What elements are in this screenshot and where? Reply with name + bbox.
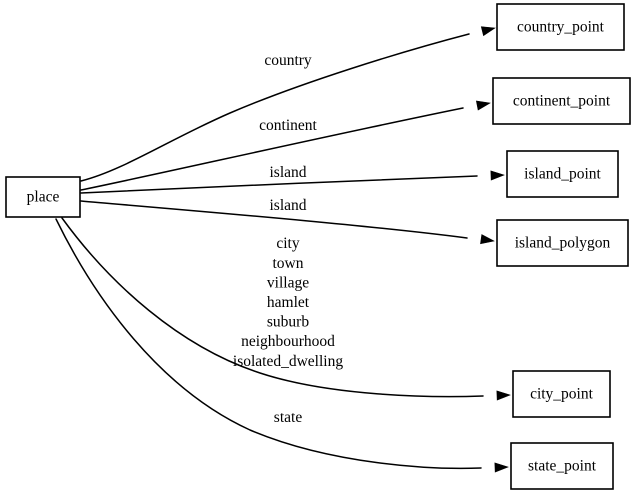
edge-place-to-country_point — [80, 26, 496, 182]
node-box[interactable] — [5, 176, 81, 218]
edge-label-edge-state: state — [274, 409, 303, 426]
node-label: continent_point — [513, 93, 611, 110]
node-box[interactable] — [496, 3, 625, 51]
edge-label-line: neighbourhood — [241, 333, 335, 350]
edge-place-to-island_polygon — [80, 200, 495, 245]
edge-place-to-continent_point — [80, 100, 491, 191]
node-box[interactable] — [492, 77, 631, 125]
node-box[interactable] — [512, 370, 611, 418]
edge-label-line: island — [269, 164, 306, 181]
edge-line — [80, 200, 468, 239]
node-label: island_polygon — [515, 235, 611, 252]
edges-layer — [55, 26, 511, 473]
edge-label-line: continent — [259, 117, 317, 134]
edge-label-line: isolated_dwelling — [233, 352, 343, 369]
nodes-layer: place country_point continent_point island_… — [5, 3, 631, 490]
edge-place-to-city_point — [61, 217, 511, 401]
edge-line — [80, 107, 464, 191]
edge-line — [55, 218, 482, 470]
node-island_polygon[interactable]: island_polygon — [496, 219, 629, 267]
arrowhead-icon — [490, 170, 505, 181]
edge-place-to-state_point — [55, 218, 509, 473]
edge-label-line: city — [276, 235, 299, 252]
node-box[interactable] — [510, 442, 614, 490]
edge-line — [80, 175, 478, 194]
edge-line — [80, 33, 470, 182]
edge-label-edge-city: city town village hamlet suburb neighbourhood… — [233, 235, 343, 370]
edge-line — [61, 217, 484, 398]
arrowhead-icon — [480, 26, 496, 37]
edge-place-to-island_point — [80, 170, 505, 194]
node-box[interactable] — [496, 219, 629, 267]
edge-label-line: island — [269, 197, 306, 214]
edge-label-edge-island-polygon: island — [269, 197, 306, 214]
node-label: place — [27, 189, 60, 206]
node-label: state_point — [528, 458, 597, 475]
edge-label-edge-continent: continent — [259, 117, 317, 134]
node-label: country_point — [517, 19, 605, 36]
node-label: island_point — [524, 166, 601, 183]
arrowhead-icon — [480, 234, 495, 245]
arrowhead-icon — [496, 390, 511, 401]
node-island_point[interactable]: island_point — [506, 150, 619, 198]
edge-label-line: town — [273, 254, 304, 271]
edge-label-line: state — [274, 409, 303, 426]
node-city_point[interactable]: city_point — [512, 370, 611, 418]
node-place[interactable]: place — [5, 176, 81, 218]
node-country_point[interactable]: country_point — [496, 3, 625, 51]
edge-label-line: suburb — [267, 313, 309, 330]
edge-labels-layer: country continent island island city town vill… — [233, 52, 343, 426]
arrowhead-icon — [494, 462, 509, 473]
edge-label-edge-country: country — [264, 52, 312, 69]
edge-label-line: hamlet — [267, 294, 310, 311]
edge-label-line: country — [264, 52, 312, 69]
node-state_point[interactable]: state_point — [510, 442, 614, 490]
edge-label-line: village — [267, 274, 309, 291]
node-label: city_point — [530, 386, 594, 403]
node-continent_point[interactable]: continent_point — [492, 77, 631, 125]
node-box[interactable] — [506, 150, 619, 198]
edge-label-edge-island-point: island — [269, 164, 306, 181]
arrowhead-icon — [475, 100, 491, 111]
